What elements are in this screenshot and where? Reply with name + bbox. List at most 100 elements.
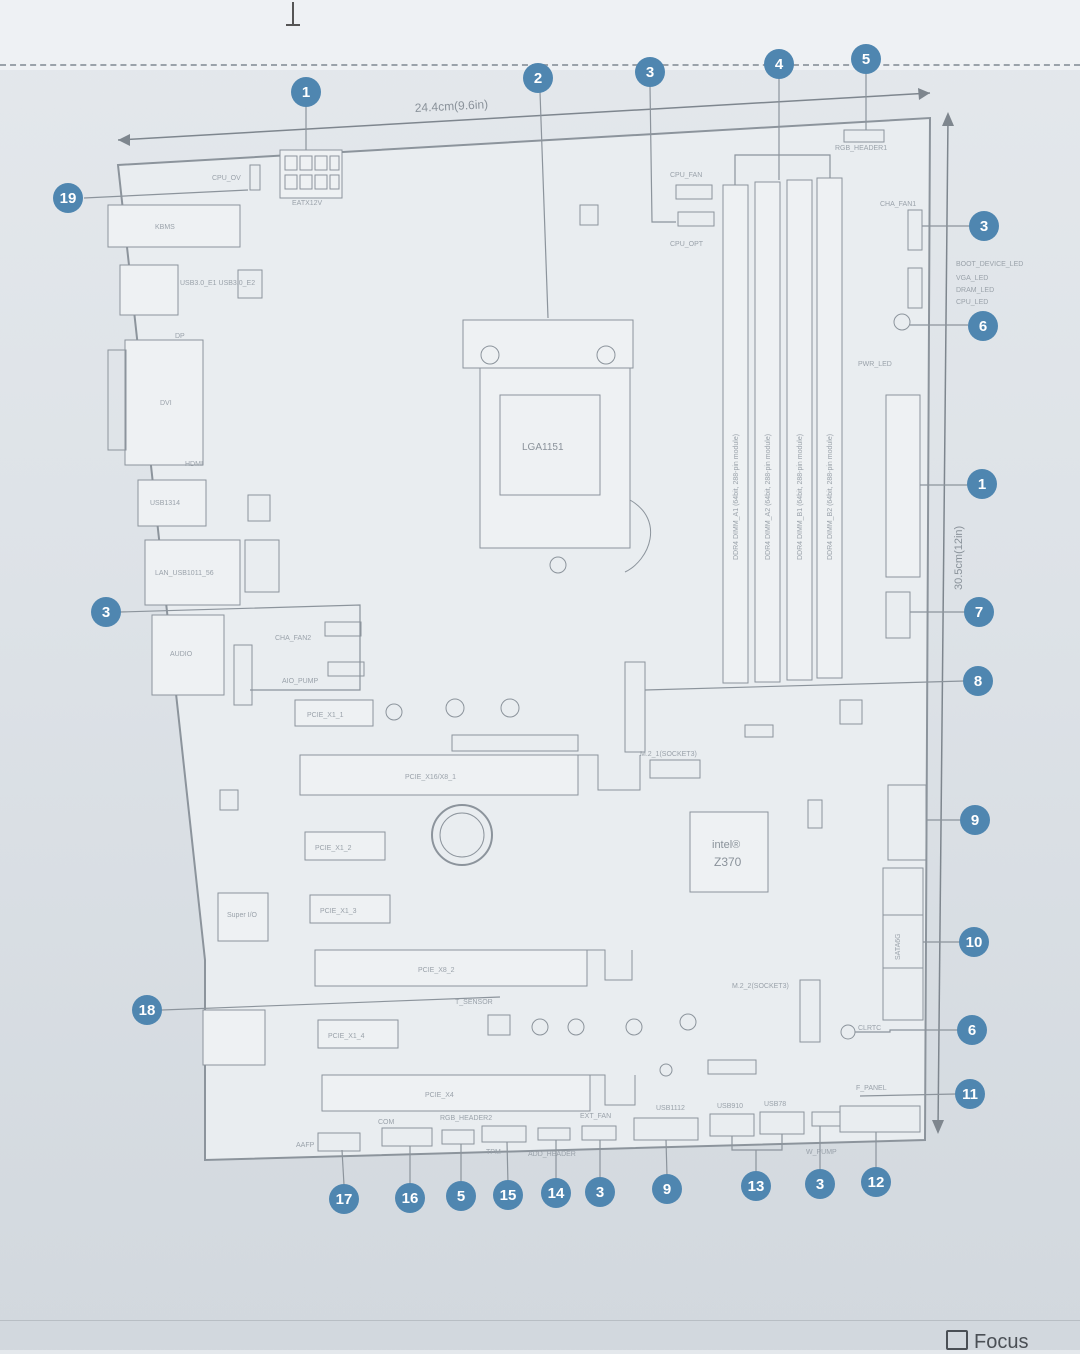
text-cursor bbox=[286, 2, 300, 26]
com-header bbox=[381, 1127, 433, 1147]
ports-dvi-label: DVI bbox=[160, 400, 172, 407]
callout-9-right: 9 bbox=[960, 805, 990, 835]
callouts-16-label-label: 11 bbox=[962, 1086, 978, 1103]
callout-4: 4 bbox=[764, 49, 794, 79]
callouts-12-label-label: 9 bbox=[971, 812, 979, 829]
callout-13: 13 bbox=[741, 1171, 771, 1201]
sata-connectors bbox=[882, 867, 924, 1021]
callout-6-bottom: 6 bbox=[957, 1015, 987, 1045]
headers-com-label: COM bbox=[378, 1119, 395, 1126]
cmos-battery bbox=[431, 804, 493, 866]
m2-socket-2 bbox=[799, 979, 821, 1043]
callout-15: 15 bbox=[493, 1180, 523, 1210]
callout-5-top: 5 bbox=[851, 44, 881, 74]
headers-leds-2-label: DRAM_LED bbox=[956, 287, 994, 294]
usb31-header bbox=[885, 591, 911, 639]
callout-3-top: 3 bbox=[635, 57, 665, 87]
headers-leds-3-label: CPU_LED bbox=[956, 299, 988, 306]
rgb-header-bottom bbox=[441, 1129, 475, 1145]
headers-t-sensor-label: T_SENSOR bbox=[455, 999, 493, 1006]
ports-kbms-label: KBMS bbox=[155, 224, 175, 231]
callout-16: 16 bbox=[395, 1183, 425, 1213]
headers-addr-label: ADD_HEADER bbox=[528, 1151, 576, 1158]
dimm-b1-label: DDR4 DIMM_B1 (64bit, 288-pin module) bbox=[797, 434, 804, 560]
slots-pcie-x1-2-label: PCIE_X1_2 bbox=[315, 845, 352, 852]
callouts-21-label-label: 14 bbox=[548, 1185, 565, 1202]
kbms-port bbox=[107, 204, 241, 248]
callouts-22-label-label: 3 bbox=[596, 1184, 604, 1201]
callouts-6-label-label: 3 bbox=[980, 218, 988, 235]
cpu-fan-header bbox=[675, 184, 713, 200]
eatx12v-connector bbox=[279, 149, 343, 199]
slots-pcie-x16-1-label: PCIE_X16/X8_1 bbox=[405, 774, 456, 781]
callouts-8-label-label: 1 bbox=[978, 476, 986, 493]
callouts-19-label-label: 5 bbox=[457, 1188, 465, 1205]
callouts-1-label-label: 2 bbox=[534, 70, 542, 87]
callout-8: 8 bbox=[963, 666, 993, 696]
lan-usb-port bbox=[144, 539, 241, 606]
ports-lan-usb-label: LAN_USB1011_56 bbox=[155, 570, 214, 577]
sata-connector-1 bbox=[887, 784, 927, 861]
height-dimension-line bbox=[937, 117, 949, 1131]
headers-rgb-header-top-label: RGB_HEADER1 bbox=[835, 145, 887, 152]
atx-24pin-connector bbox=[885, 394, 921, 578]
headers-m2-2-label: M.2_2(SOCKET3) bbox=[732, 983, 789, 990]
callouts-3-label-label: 4 bbox=[775, 56, 784, 73]
headers-clrtc-label: CLRTC bbox=[858, 1025, 881, 1032]
callouts-14-label-label: 18 bbox=[139, 1002, 156, 1019]
callouts-25-label-label: 3 bbox=[816, 1176, 824, 1193]
dimm-b2-label: DDR4 DIMM_B2 (64bit, 288-pin module) bbox=[827, 434, 834, 560]
callout-6-top: 6 bbox=[968, 311, 998, 341]
headers-panel-label: F_PANEL bbox=[856, 1085, 887, 1092]
pcie-x4-slot bbox=[321, 1074, 591, 1112]
callouts-5-label-label: 19 bbox=[60, 190, 77, 207]
callouts-20-label-label: 15 bbox=[500, 1187, 517, 1204]
headers-usb910-label: USB910 bbox=[717, 1103, 743, 1110]
rgb-header-top bbox=[843, 129, 885, 143]
callouts-7-label-label: 6 bbox=[979, 318, 987, 335]
super-io-chip bbox=[217, 892, 269, 942]
dimm-a2-label: DDR4 DIMM_A2 (64bit, 288-pin module) bbox=[765, 434, 772, 560]
headers-cpu-ov-label: CPU_OV bbox=[212, 175, 241, 182]
callouts-23-label-label: 9 bbox=[663, 1181, 671, 1198]
callouts-10-label-label: 7 bbox=[975, 604, 983, 621]
focus-icon bbox=[946, 1330, 968, 1350]
callout-3-left: 3 bbox=[91, 597, 121, 627]
slots-pcie-x8-2-label: PCIE_X8_2 bbox=[418, 967, 455, 974]
callout-5-bottom: 5 bbox=[446, 1181, 476, 1211]
callouts-17-label-label: 17 bbox=[336, 1191, 353, 1208]
pcie-x8-2-slot bbox=[314, 949, 588, 987]
callouts-15-label-label: 6 bbox=[968, 1022, 976, 1039]
dimm-a1-label: DDR4 DIMM_A1 (64bit, 288-pin module) bbox=[733, 434, 740, 560]
callout-1-top: 1 bbox=[291, 77, 321, 107]
callouts-24-label-label: 13 bbox=[748, 1178, 765, 1195]
callouts-0-label-label: 1 bbox=[302, 84, 310, 101]
headers-w-pump-label: W_PUMP bbox=[806, 1149, 837, 1156]
callouts-11-label-label: 8 bbox=[974, 673, 982, 690]
dimm-slots bbox=[722, 177, 843, 684]
pcie-x1-1-slot bbox=[294, 699, 374, 727]
callout-19: 19 bbox=[53, 183, 83, 213]
headers-cha-fan2-label: CHA_FAN2 bbox=[275, 635, 311, 642]
cpu-socket-frame bbox=[462, 319, 634, 369]
ports-hdmi-label: HDMI bbox=[185, 461, 203, 468]
headers-ext-fan-label: EXT_FAN bbox=[580, 1113, 611, 1120]
callouts-2-label-label: 3 bbox=[646, 64, 654, 81]
callouts: 1 2 3 4 5 19 3 6 1 3 7 8 9 10 18 6 11 17… bbox=[53, 44, 999, 1214]
callout-2: 2 bbox=[523, 63, 553, 93]
slots-pcie-x1-4-label: PCIE_X1_4 bbox=[328, 1033, 365, 1040]
focus-mode-button[interactable]: Focus bbox=[946, 1330, 1028, 1354]
front-panel-header bbox=[839, 1105, 921, 1133]
headers-cpu-opt-label: CPU_OPT bbox=[670, 241, 704, 248]
callouts-26-label-label: 12 bbox=[868, 1174, 885, 1191]
callouts-9-label-label: 3 bbox=[102, 604, 110, 621]
headers-cpu-fan-label: CPU_FAN bbox=[670, 172, 702, 179]
headers-sata-label: SATA6G bbox=[895, 933, 902, 960]
callout-10: 10 bbox=[959, 927, 989, 957]
pcie-x1-3-slot bbox=[309, 894, 391, 924]
chipset-model-label: Z370 bbox=[714, 855, 742, 869]
width-label: 24.4cm(9.6in) bbox=[414, 97, 488, 115]
tpm-header bbox=[481, 1125, 527, 1143]
slots-pcie-x4-label: PCIE_X4 bbox=[425, 1092, 454, 1099]
